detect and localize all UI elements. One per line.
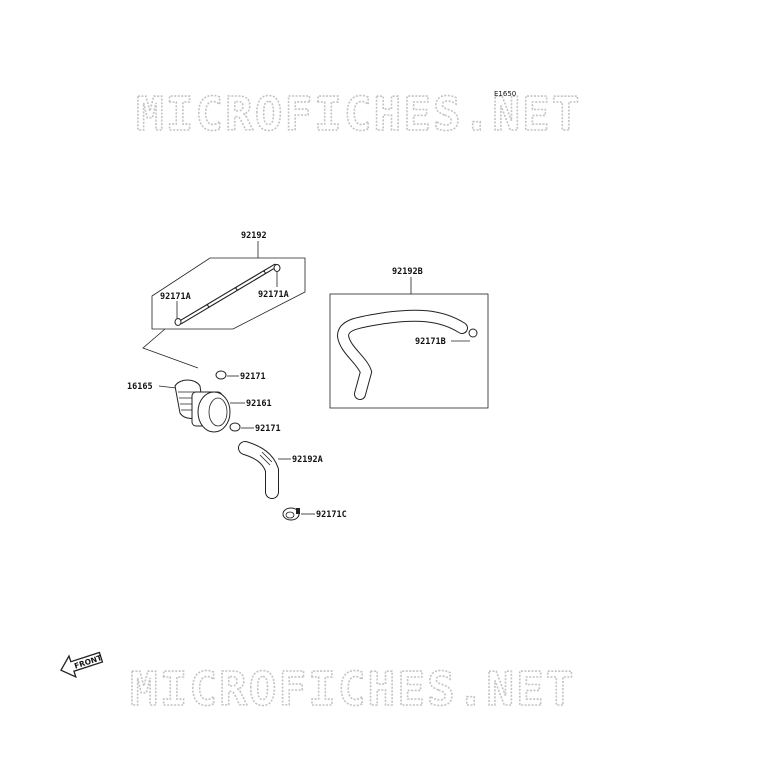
hose-92192A: 92192A <box>238 441 323 499</box>
label-92192[interactable]: 92192 <box>241 231 267 241</box>
label-92161[interactable]: 92161 <box>246 399 272 409</box>
watermark-top: MICROFICHES.NET <box>136 87 581 141</box>
label-92171-bottom[interactable]: 92171 <box>255 424 281 434</box>
clamp-92171C: 92171C <box>282 507 347 521</box>
label-92171-top[interactable]: 92171 <box>240 372 266 382</box>
canister-92161: 92171 16165 92161 92171 <box>127 370 281 434</box>
label-16165[interactable]: 16165 <box>127 382 153 392</box>
front-arrow-icon: FRONT <box>60 651 104 679</box>
label-92192B[interactable]: 92192B <box>392 267 423 277</box>
label-92171B[interactable]: 92171B <box>415 337 446 347</box>
label-92171A-left[interactable]: 92171A <box>160 292 191 302</box>
label-92171A-right[interactable]: 92171A <box>258 290 289 300</box>
hose-group-92192: 92192 92171A 92171A <box>142 231 306 369</box>
diagram-code: E1650 <box>494 90 516 98</box>
label-92192A[interactable]: 92192A <box>292 455 323 465</box>
label-92171C[interactable]: 92171C <box>316 510 347 520</box>
hose-group-92192B: 92192B 92171B <box>329 267 489 409</box>
watermark-bottom: MICROFICHES.NET <box>130 662 575 716</box>
